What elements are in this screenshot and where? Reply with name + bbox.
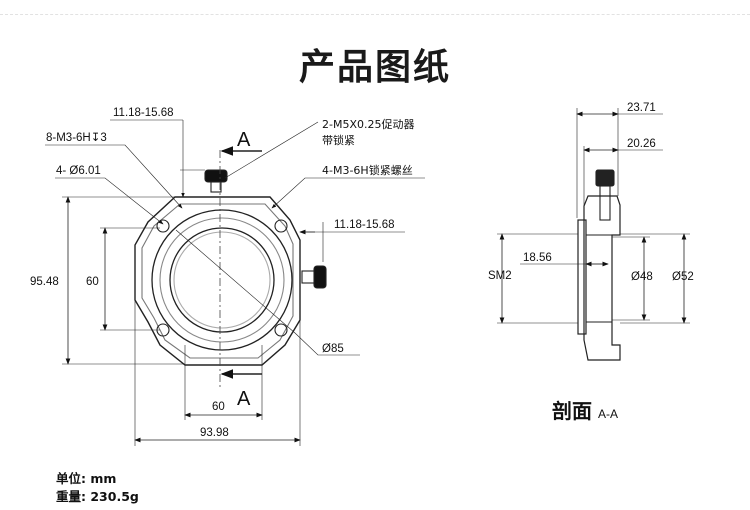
top-divider: [0, 14, 750, 15]
unit-label: 单位: mm: [56, 471, 117, 486]
dim-outer-diameter: Ø52: [672, 271, 694, 283]
dim-width-inner: 60: [212, 401, 225, 413]
section-mark-bottom: A: [237, 388, 251, 410]
dim-inner-diameter: Ø48: [631, 271, 653, 283]
label-lock-screw: 4-M3-6H锁紧螺丝: [322, 163, 413, 177]
label-hole-diameter: 4- Ø6.01: [56, 165, 101, 177]
label-actuator: 2-M5X0.25促动器: [322, 117, 415, 131]
housing-outline: [134, 196, 301, 366]
dim-top-gap: 11.18-15.68: [113, 107, 174, 119]
label-thread: SM2: [488, 270, 512, 282]
page-title: 产品图纸: [298, 47, 451, 88]
section-mark-top: A: [237, 129, 251, 151]
weight-label: 重量: 230.5g: [56, 489, 139, 504]
section-label: 剖面: [552, 399, 592, 423]
hole: [156, 219, 170, 233]
dim-body-thickness: 20.26: [627, 138, 656, 150]
dim-total-thickness: 23.71: [627, 102, 656, 114]
dim-depth: 18.56: [523, 252, 552, 264]
front-view-labels: 11.18-15.68 8-M3-6H↧3 4- Ø6.01 2-M5X0.25…: [30, 107, 415, 439]
section-name: A-A: [598, 407, 619, 421]
side-view-labels: 23.71 20.26 18.56 SM2 Ø48 Ø52: [488, 102, 694, 283]
side-knob: [595, 169, 615, 187]
top-knob: [204, 169, 228, 183]
label-actuator-lock: 带锁紧: [322, 133, 355, 147]
right-knob: [313, 265, 327, 289]
section-title: 剖面 A-A: [552, 395, 618, 424]
dim-height-inner: 60: [86, 276, 99, 288]
dim-height-outer: 95.48: [30, 276, 59, 288]
aperture: [169, 227, 275, 333]
dim-width-outer: 93.98: [200, 427, 229, 439]
dim-side-gap: 11.18-15.68: [334, 219, 395, 231]
dim-diameter: Ø85: [322, 343, 344, 355]
side-view: [497, 108, 690, 361]
front-view: [45, 119, 425, 446]
label-threaded-holes: 8-M3-6H↧3: [46, 132, 107, 144]
outer-ring: [151, 209, 293, 351]
